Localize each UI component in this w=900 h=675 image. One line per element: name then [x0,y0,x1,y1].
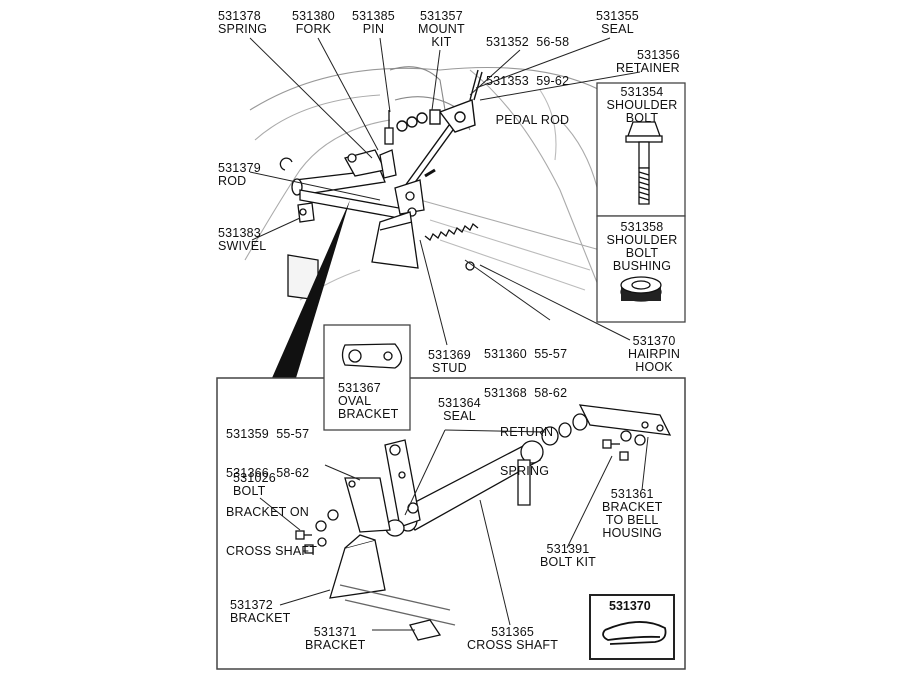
part-number: 531026 [233,471,276,485]
label-fork: 531380 FORK [292,10,335,36]
part-name: ROD [218,174,247,188]
part-name: SEAL [601,22,634,36]
part-name: BOLT [625,246,659,260]
part-number: 531391 [546,542,590,556]
label-bracket-531372: 531372 BRACKET [230,599,290,625]
label-seal-top: 531355 SEAL [596,10,639,36]
part-number: 531372 [230,598,273,612]
label-stud: 531369 STUD [428,349,471,375]
part-line: 531359 55-57 [226,427,310,441]
part-name: BRACKET [305,638,366,652]
part-name: HOOK [635,360,673,374]
part-name: PEDAL ROD [495,113,570,127]
label-seal-bottom: 531364 SEAL [438,397,481,423]
label-bracket-531371: 531371 BRACKET [305,626,365,652]
part-name: BOLT [233,484,266,498]
part-number: 531358 [620,220,664,234]
part-name: BRACKET ON [226,505,310,519]
part-name: SPRING [218,22,268,36]
label-cross-shaft: 531365 CROSS SHAFT [467,626,558,652]
part-number: 531385 [352,9,395,23]
label-hairpin-hook: 531370 HAIRPIN HOOK [628,335,680,374]
part-name: SWIVEL [218,239,267,253]
label-bolt-kit: 531391 BOLT KIT [540,543,596,569]
part-number: 531371 [313,625,357,639]
label-pin: 531385 PIN [352,10,395,36]
label-retainer: 531356 RETAINER [616,49,680,75]
part-name: BRACKET [230,611,291,625]
part-name: BOLT [625,111,659,125]
label-rod: 531379 ROD [218,162,261,188]
part-number: 531361 [610,487,654,501]
part-line: 531360 55-57 [484,347,568,361]
label-swivel: 531383 SWIVEL [218,227,266,253]
label-bushing: 531358 SHOULDER BOLT BUSHING [603,221,681,273]
part-line: 531353 59-62 [486,74,570,88]
part-name: SHOULDER [606,233,678,247]
part-name: RETAINER [616,61,680,75]
part-number: 531369 [428,348,471,362]
part-number: 531356 [636,48,680,62]
part-name: BRACKET [338,407,399,421]
label-return-spring: 531360 55-57 531368 58-62 RETURN SPRING [484,322,567,491]
label-bracket-cross-shaft: 531359 55-57 531366 58-62 BRACKET ON CRO… [226,402,317,571]
part-number: 531357 [419,9,463,23]
part-line: 531366 58-62 [226,466,310,480]
label-oval-bracket: 531367 OVAL BRACKET [338,382,398,421]
part-name: BRACKET [602,500,663,514]
part-name: STUD [432,361,467,375]
part-name: SEAL [443,409,476,423]
part-number: 531383 [218,226,261,240]
part-number: 531364 [438,396,481,410]
part-name: SPRING [500,464,550,478]
label-bracket-bell-housing: 531361 BRACKET TO BELL HOUSING [602,488,662,540]
part-number: 531378 [218,9,261,23]
label-shoulder-bolt: 531354 SHOULDER BOLT [603,86,681,125]
part-name: HOUSING [602,526,663,540]
part-name: RETURN [500,425,554,439]
hairpin-box-part-number: 531370 [609,599,651,613]
part-number: 531354 [620,85,664,99]
part-name: BOLT KIT [540,555,597,569]
part-name: HAIRPIN [628,347,681,361]
part-name: BUSHING [612,259,672,273]
label-bolt: 531026 BOLT [233,472,276,498]
part-name: PIN [362,22,385,36]
part-name: CROSS SHAFT [226,544,318,558]
part-name: SHOULDER [606,98,678,112]
part-number: 531367 [338,381,381,395]
part-name: MOUNT [418,22,465,36]
part-number: 531355 [596,9,639,23]
part-name: CROSS SHAFT [467,638,559,652]
part-number: 531380 [292,9,335,23]
label-mount-kit: 531357 MOUNT KIT [418,10,465,49]
part-name: OVAL [338,394,372,408]
part-line: 531368 58-62 [484,386,568,400]
part-number: 531370 [632,334,676,348]
part-name: TO BELL [605,513,659,527]
part-name: KIT [431,35,452,49]
part-number: 531365 [491,625,535,639]
label-spring: 531378 SPRING [218,10,267,36]
part-line: 531352 56-58 [486,35,570,49]
part-name: FORK [295,22,332,36]
part-number: 531379 [218,161,261,175]
label-pedal-rod: 531352 56-58 531353 59-62 PEDAL ROD [486,10,569,140]
